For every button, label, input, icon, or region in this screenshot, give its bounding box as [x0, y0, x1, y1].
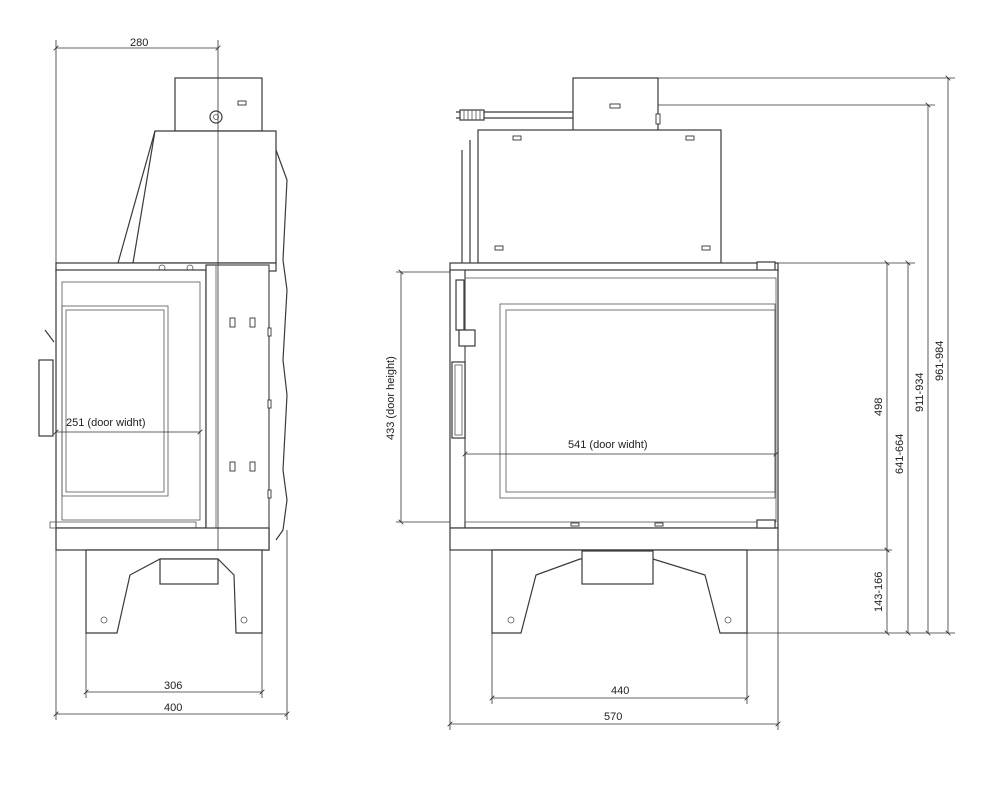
front-view	[449, 77, 779, 634]
front-latch	[458, 329, 476, 347]
front-dim-961-984: 961-984	[934, 341, 946, 381]
front-dim-641-664: 641-664	[894, 434, 906, 474]
side-dim-280: 280	[130, 37, 148, 49]
front-firebox	[449, 269, 779, 529]
side-handle	[38, 359, 54, 437]
front-dim-911-934: 911-934	[914, 372, 926, 412]
side-dim-400: 400	[164, 702, 182, 714]
side-view	[38, 77, 288, 634]
side-column	[205, 264, 270, 551]
side-flue-bolt	[209, 110, 223, 124]
side-hood	[117, 130, 277, 264]
side-rear-panel	[275, 149, 288, 541]
side-dim-306: 306	[164, 680, 182, 692]
front-dim-door-height: 433 (door height)	[385, 356, 397, 440]
side-dimensions: 280 251 (door widht) 306 400	[56, 37, 287, 720]
front-dimensions: 433 (door height) 541 (door widht) 440 5…	[385, 78, 955, 730]
side-dim-door-width: 251 (door widht)	[66, 417, 146, 429]
front-convection-box	[477, 129, 722, 264]
front-dim-498: 498	[873, 398, 885, 416]
front-dim-440: 440	[611, 685, 629, 697]
front-handle	[451, 361, 466, 439]
front-dim-570: 570	[604, 711, 622, 723]
front-dim-door-width: 541 (door widht)	[568, 439, 648, 451]
front-dim-143-166: 143-166	[873, 572, 885, 612]
side-glass	[61, 305, 169, 497]
side-firebox	[55, 269, 207, 529]
